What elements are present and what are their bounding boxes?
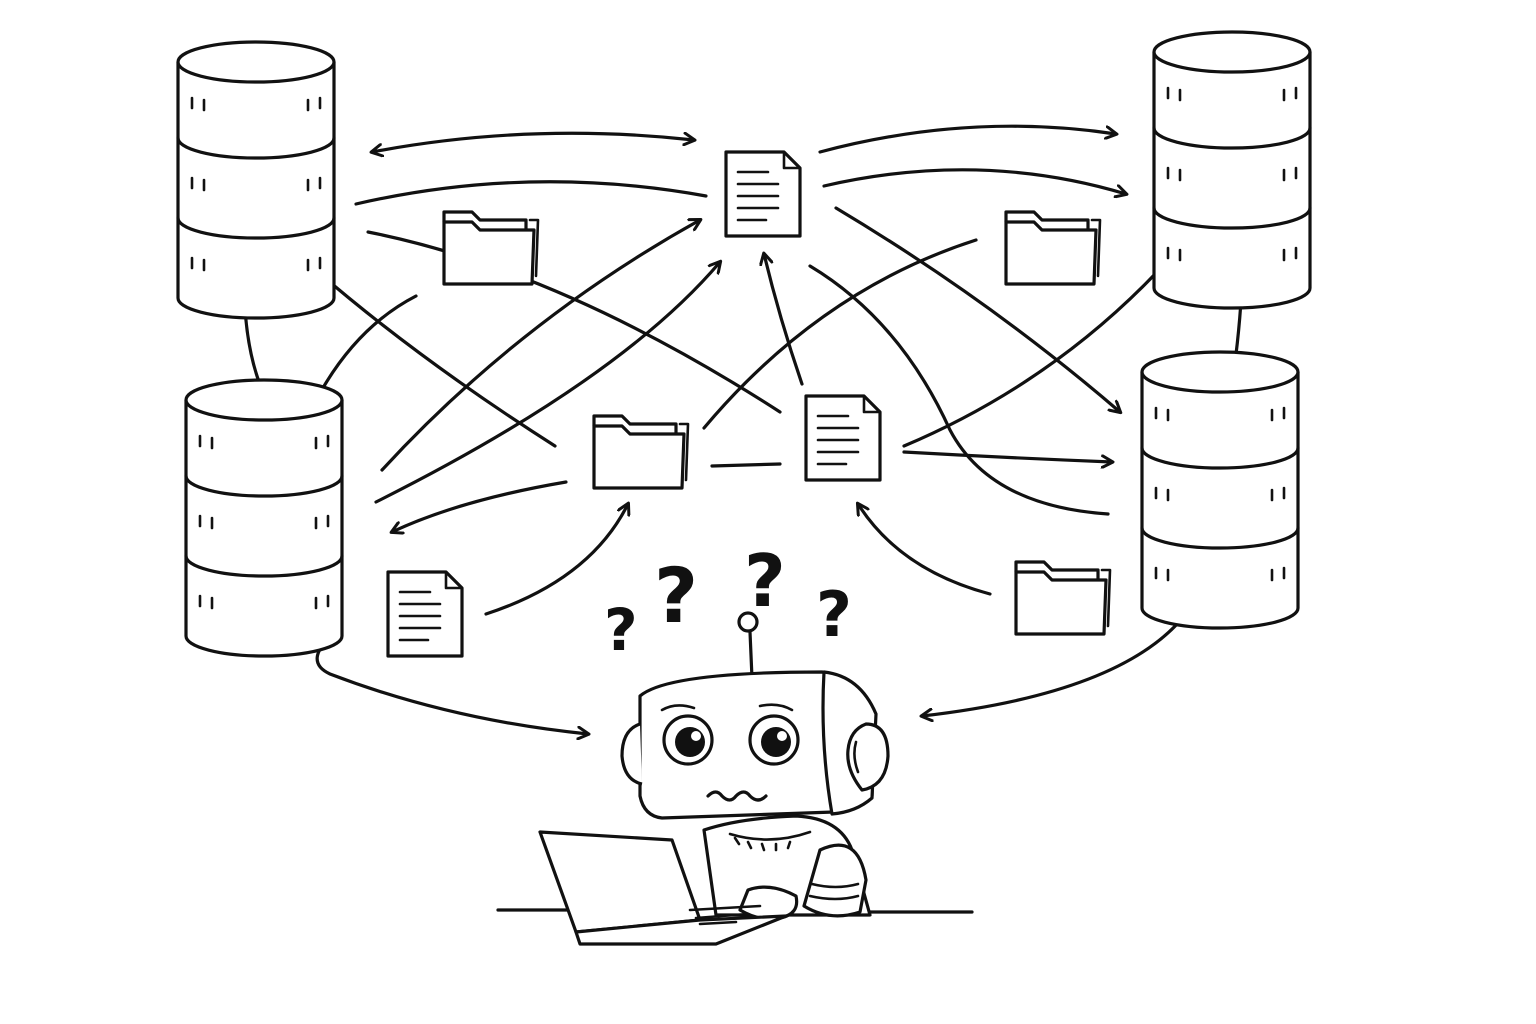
question-mark: ? [744, 539, 786, 623]
database-icon [176, 40, 336, 320]
folder-icon [1004, 210, 1102, 286]
folder-icon [1014, 560, 1112, 636]
database-icon [184, 378, 344, 658]
question-mark: ? [816, 578, 852, 651]
document-icon [724, 150, 802, 238]
document-icon [386, 570, 464, 658]
question-marks: ? ? ? ? [604, 539, 852, 664]
folder-icon [592, 414, 690, 490]
database-icon [1140, 350, 1300, 630]
document-icon [804, 394, 882, 482]
question-mark: ? [654, 551, 698, 640]
confused-robot-icon [496, 611, 974, 921]
laptop-icon [538, 830, 788, 946]
question-mark: ? [604, 596, 638, 664]
connection-arrows [242, 124, 1242, 734]
database-icon [1152, 30, 1312, 310]
folder-icon [442, 210, 540, 286]
